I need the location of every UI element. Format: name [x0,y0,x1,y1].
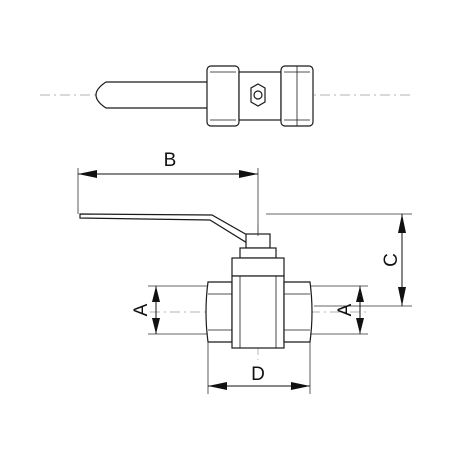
dimension-d [207,342,311,394]
label-d: D [251,364,265,385]
top-view [40,65,410,127]
dimension-c [266,213,412,307]
dimension-a-right [310,285,368,335]
dimension-b [77,168,259,236]
front-view [79,213,370,360]
label-c: C [381,253,402,267]
top-stem-bolt [253,90,263,100]
valve-body [231,275,285,349]
gland [239,247,277,259]
top-left-nut [206,65,240,127]
label-b: B [164,150,177,171]
stem-nut [245,233,271,249]
dimension-a-left [148,285,208,335]
label-a-left: A [131,303,152,316]
label-a-right: A [335,303,356,316]
stem-housing [231,257,285,277]
front-handle [79,213,257,247]
right-end-fitting [283,281,313,343]
top-handle [95,81,233,109]
left-end-fitting [205,281,233,343]
